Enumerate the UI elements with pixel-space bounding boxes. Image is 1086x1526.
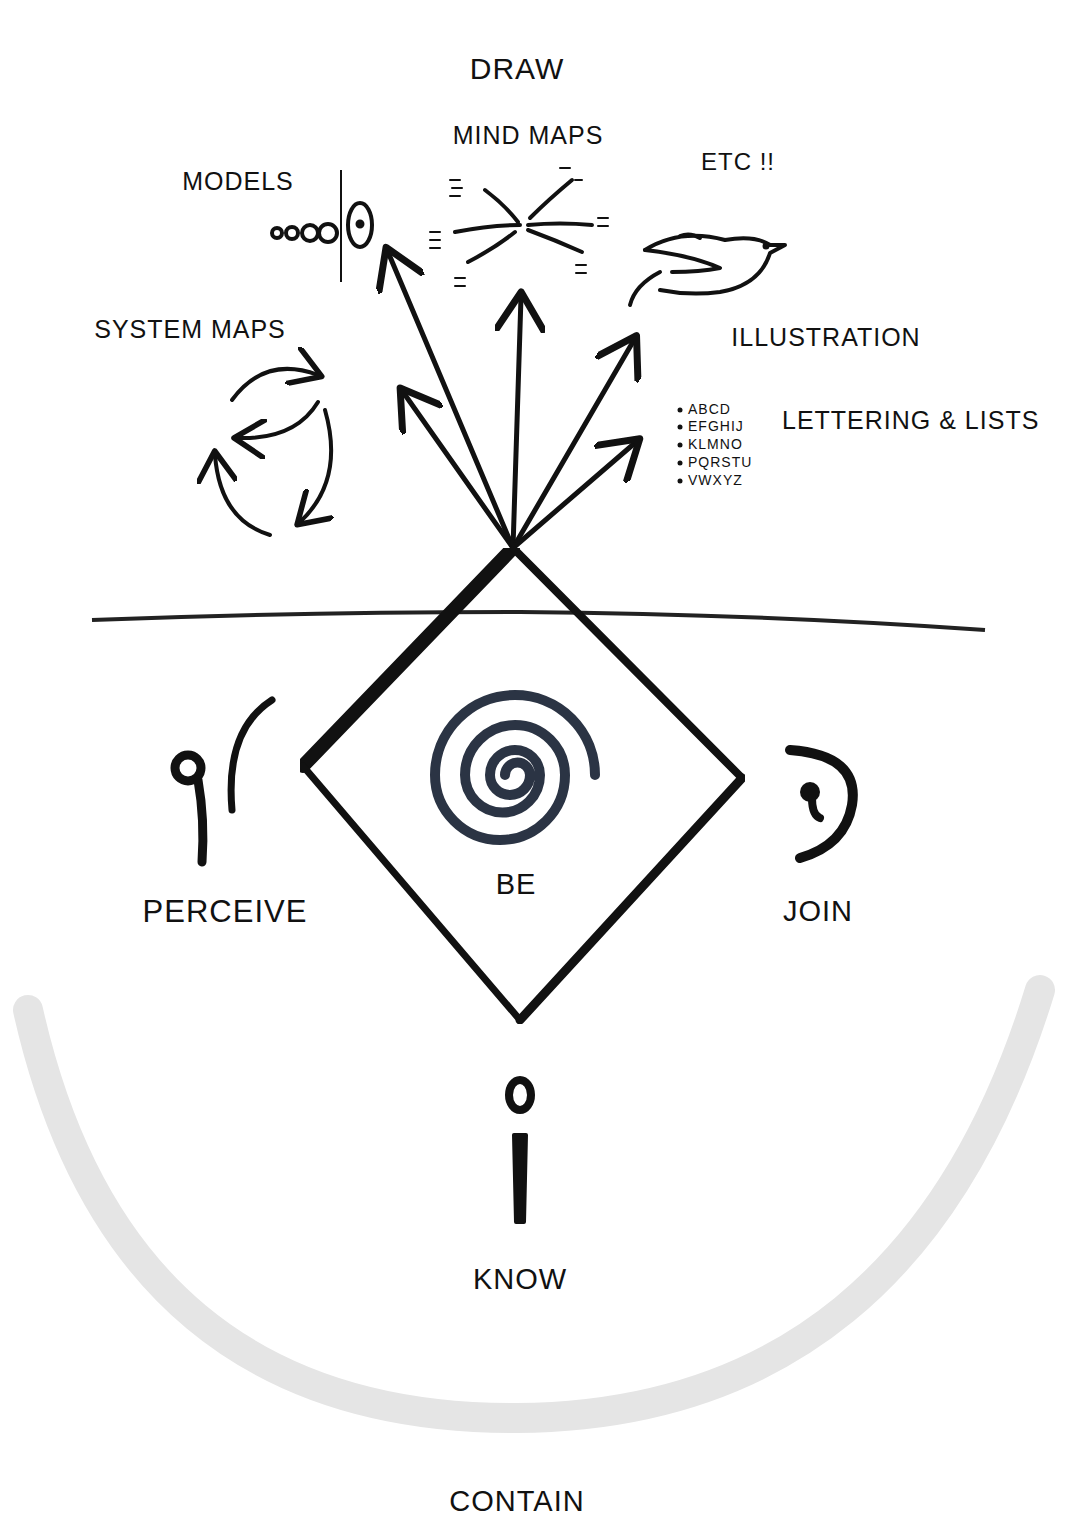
system-map-symbol [215,369,331,535]
diamond-outline [300,548,745,1024]
list-item: KLMNO [688,437,743,452]
mind-map-symbol [430,168,608,286]
perceive-symbol [175,700,272,862]
bird-illustration [630,234,785,305]
list-bullets [678,408,683,484]
node-label: BE [496,869,537,901]
list-item: ABCD [688,402,731,417]
category-label: MODELS [182,168,294,196]
draw-arrows [388,252,636,548]
know-symbol [509,1080,531,1222]
category-label: LETTERING & LISTS [782,407,1039,435]
list-item: VWXYZ [688,473,743,488]
contain-arc [28,990,1040,1418]
category-label: ILLUSTRATION [731,324,920,352]
category-label: CONTAIN [449,1486,584,1518]
join-symbol [790,750,853,858]
category-label: DRAW [470,52,565,85]
category-label: SYSTEM MAPS [94,316,286,344]
category-label: JOIN [783,896,853,928]
spiral-symbol [435,695,595,840]
be-diamond: BE [300,548,745,1024]
category-label: PERCEIVE [143,895,308,929]
list-item: EFGHIJ [688,419,744,434]
category-label: MIND MAPS [453,122,604,150]
category-label: ETC !! [701,149,775,175]
list-item: PQRSTU [688,455,752,470]
category-label: KNOW [473,1264,567,1296]
horizon-line [92,612,985,630]
